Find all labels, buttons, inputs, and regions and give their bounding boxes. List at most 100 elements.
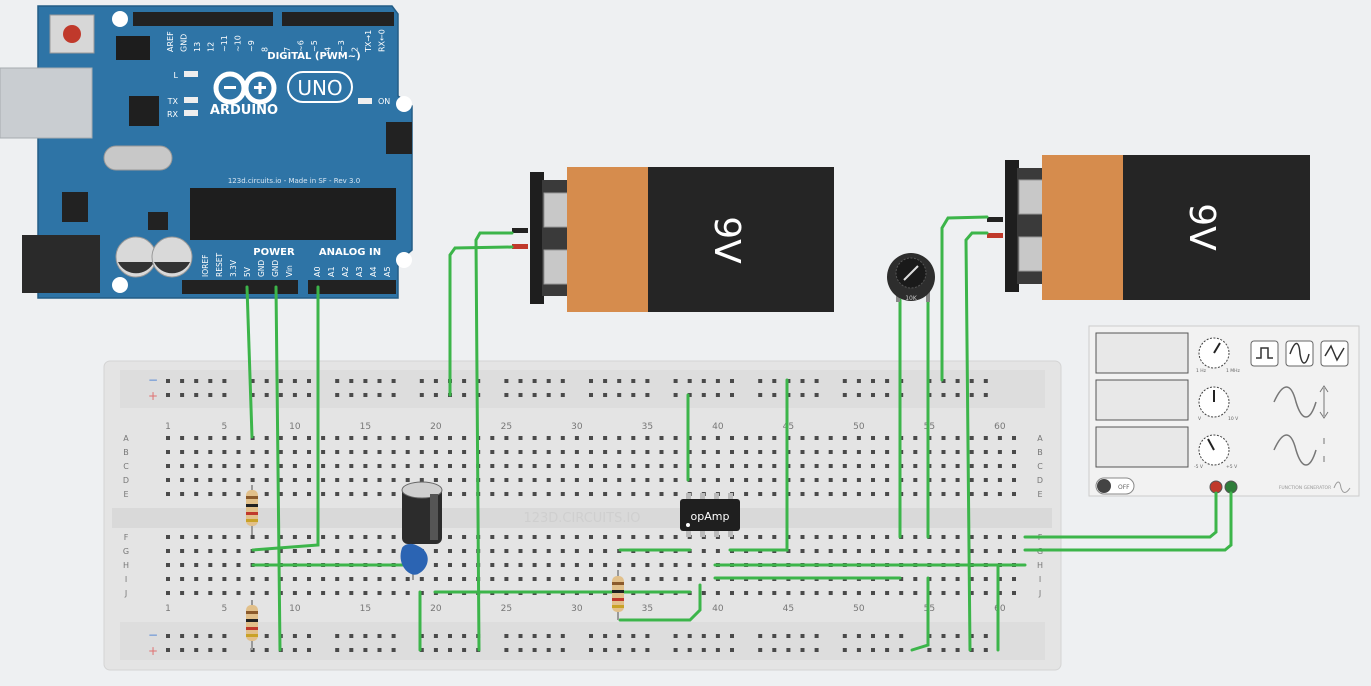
digital-pin-label: TX→1 bbox=[364, 30, 373, 53]
column-number: 40 bbox=[712, 422, 724, 432]
power-header[interactable] bbox=[182, 280, 298, 294]
digital-pin-label: 7 bbox=[283, 47, 292, 52]
digital-pin-label: 2 bbox=[351, 47, 360, 52]
battery-9v-1[interactable]: 9V bbox=[512, 167, 834, 312]
battery-9v-2[interactable]: 9V bbox=[987, 155, 1310, 300]
led-tx-label: TX bbox=[167, 97, 179, 106]
power-pin-label: IOREF bbox=[201, 255, 210, 277]
led-on-label: ON bbox=[378, 97, 390, 106]
row-letter: H bbox=[123, 561, 129, 570]
digital-pin-label: 13 bbox=[193, 42, 202, 52]
electrolytic-capacitor[interactable] bbox=[401, 481, 443, 544]
ceramic-capacitor[interactable] bbox=[400, 543, 428, 580]
potentiometer[interactable]: 10K bbox=[887, 253, 935, 302]
digital-pin-label: 12 bbox=[207, 42, 216, 52]
power-pin-label: Vin bbox=[285, 265, 294, 277]
offset-wave-icon bbox=[1273, 434, 1317, 466]
knob-label-offset-min: -5 V bbox=[1194, 464, 1204, 470]
digital-pin-label: ~11 bbox=[220, 35, 229, 52]
power-header-label: POWER bbox=[253, 247, 295, 258]
column-number: 5 bbox=[222, 604, 228, 614]
square-wave-button[interactable] bbox=[1250, 340, 1279, 367]
row-letter: C bbox=[1037, 462, 1043, 471]
amplitude-wave-icon bbox=[1273, 386, 1317, 418]
frequency-display bbox=[1095, 332, 1189, 374]
arduino-brand: ARDUINO bbox=[210, 103, 278, 118]
opamp-label: opAmp bbox=[691, 510, 730, 523]
digital-pin-label: RX←0 bbox=[378, 29, 387, 52]
power-jack bbox=[22, 235, 100, 293]
usb-chip bbox=[129, 96, 159, 126]
digital-pin-label: ~9 bbox=[247, 40, 256, 52]
row-letter: A bbox=[1037, 434, 1043, 443]
resistor-3[interactable] bbox=[612, 570, 624, 620]
analog-pin-label: A5 bbox=[383, 266, 392, 277]
power-pin-label: RESET bbox=[215, 253, 224, 277]
row-letter: F bbox=[124, 533, 129, 542]
power-pin-label: 3.3V bbox=[229, 259, 238, 277]
row-letter: B bbox=[1037, 448, 1043, 457]
row-letter: J bbox=[1038, 589, 1041, 598]
row-letter: E bbox=[123, 490, 128, 499]
power-switch-label: OFF bbox=[1118, 484, 1130, 491]
battery-2-label: 9V bbox=[1181, 203, 1222, 251]
digital-pin-label: GND bbox=[180, 34, 189, 52]
digital-header-label: DIGITAL (PWM~) bbox=[267, 51, 360, 62]
analog-header[interactable] bbox=[308, 280, 396, 294]
breadboard-watermark: 123D.CIRCUITS.IO bbox=[523, 511, 640, 526]
column-number: 20 bbox=[430, 604, 442, 614]
column-number: 60 bbox=[994, 604, 1006, 614]
column-number: 10 bbox=[289, 422, 301, 432]
function-generator[interactable]: 1 Hz 1 MHz V 10 V -5 V +5 V OFF FUNCTION… bbox=[1088, 325, 1360, 497]
knob-label-offset-max: +5 V bbox=[1226, 464, 1238, 470]
column-number: 50 bbox=[853, 604, 865, 614]
led-rx-label: RX bbox=[167, 110, 179, 119]
row-letter: J bbox=[124, 589, 127, 598]
row-letter: I bbox=[1039, 575, 1041, 584]
battery-terminal-positive[interactable] bbox=[543, 249, 570, 285]
battery-2-terminal-positive[interactable] bbox=[1018, 236, 1045, 272]
row-letter: E bbox=[1037, 490, 1042, 499]
led-l-label: L bbox=[174, 71, 179, 80]
knob-label-amp-max: 10 V bbox=[1228, 416, 1239, 422]
arduino-uno-board[interactable]: ARDUINO UNO 123d.circuits.io - Made in S… bbox=[0, 5, 413, 299]
square-wave-icon bbox=[1256, 347, 1273, 359]
resistor-2[interactable] bbox=[246, 600, 258, 650]
reset-button[interactable] bbox=[63, 25, 81, 43]
output-terminal-negative[interactable] bbox=[1224, 480, 1238, 494]
battery-terminal-negative[interactable] bbox=[543, 192, 570, 228]
column-number: 15 bbox=[360, 604, 371, 614]
digital-header-left[interactable] bbox=[133, 12, 273, 26]
row-letter: I bbox=[125, 575, 127, 584]
amplitude-display bbox=[1095, 379, 1189, 421]
generator-brand: FUNCTION GENERATOR bbox=[1279, 485, 1331, 491]
digital-header-right[interactable] bbox=[282, 12, 394, 26]
output-terminal-positive[interactable] bbox=[1209, 480, 1223, 494]
arduino-logo bbox=[213, 71, 277, 105]
rail-plus-top: + bbox=[148, 389, 158, 403]
battery-2-terminal-negative[interactable] bbox=[1018, 179, 1045, 215]
row-letter: B bbox=[123, 448, 129, 457]
column-number: 30 bbox=[571, 422, 583, 432]
atmega-chip bbox=[190, 188, 396, 240]
digital-pin-label: 8 bbox=[261, 47, 270, 52]
column-number: 40 bbox=[712, 604, 724, 614]
digital-pin-label: 4 bbox=[324, 47, 333, 52]
row-letter: C bbox=[123, 462, 129, 471]
potentiometer-label: 10K bbox=[905, 295, 918, 302]
wires[interactable] bbox=[245, 215, 1233, 652]
offset-display bbox=[1095, 426, 1189, 468]
column-number: 25 bbox=[501, 604, 512, 614]
breadboard[interactable]: − + − + 123D.CIRCUITS.IO 115510101515202… bbox=[103, 360, 1062, 671]
opamp-chip[interactable]: opAmp bbox=[680, 493, 740, 537]
resistor-1[interactable] bbox=[246, 485, 258, 535]
row-letter: A bbox=[123, 434, 129, 443]
usb-port bbox=[0, 67, 93, 139]
analog-pin-label: A1 bbox=[327, 266, 336, 277]
column-number: 50 bbox=[853, 422, 865, 432]
column-number: 10 bbox=[289, 604, 301, 614]
battery-1-label: 9V bbox=[706, 216, 747, 264]
row-letter: G bbox=[123, 547, 129, 556]
column-number: 45 bbox=[783, 604, 794, 614]
